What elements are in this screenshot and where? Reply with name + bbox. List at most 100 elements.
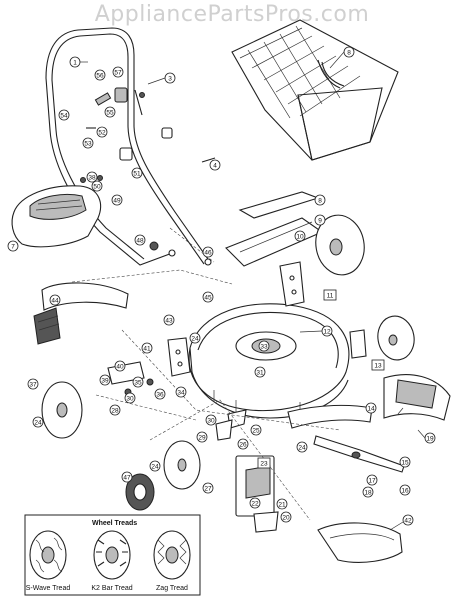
callout-55: 55	[104, 106, 116, 118]
callout-39: 39	[99, 374, 111, 386]
svg-text:24: 24	[298, 445, 306, 452]
svg-text:8: 8	[318, 198, 322, 205]
svg-text:33: 33	[260, 344, 268, 351]
callout-41: 41	[141, 342, 153, 354]
callout-56: 56	[94, 69, 106, 81]
control-parts	[80, 87, 216, 251]
svg-text:7: 7	[11, 244, 15, 251]
svg-text:40: 40	[116, 364, 124, 371]
svg-text:1: 1	[73, 60, 77, 67]
callout-29: 29	[196, 431, 208, 443]
callout-10: 10	[294, 230, 306, 242]
callout-33: 33	[258, 340, 270, 352]
svg-text:53: 53	[84, 141, 92, 148]
callout-57: 57	[112, 66, 124, 78]
svg-text:57: 57	[114, 70, 122, 77]
watermark: AppliancePartsPros.com	[94, 2, 370, 27]
svg-text:56: 56	[96, 73, 104, 80]
svg-text:31: 31	[256, 370, 264, 377]
callout-34: 34	[175, 386, 187, 398]
svg-text:25: 25	[252, 428, 260, 435]
svg-text:29: 29	[198, 435, 206, 442]
svg-text:16: 16	[401, 488, 409, 495]
svg-text:8: 8	[347, 50, 351, 57]
wheel-treads-inset: Wheel Treads S-Wave Tread K2 Bar Tread Z…	[24, 514, 201, 596]
callout-12: 12	[321, 325, 333, 337]
leader-lines	[80, 51, 426, 531]
svg-text:41: 41	[143, 346, 151, 353]
callout-36: 36	[154, 388, 166, 400]
callout-40: 40	[114, 360, 126, 372]
treads-title: Wheel Treads	[92, 520, 137, 527]
grass-bag	[231, 19, 399, 161]
blade	[313, 435, 405, 473]
callout-11: 11	[323, 289, 337, 301]
wheel-front-left	[163, 440, 201, 490]
callout-9: 9	[314, 214, 326, 226]
zag-label: Zag Tread	[156, 585, 188, 592]
callout-21: 21	[276, 498, 288, 510]
svg-text:44: 44	[51, 298, 59, 305]
wheel-rear-right	[315, 214, 365, 276]
rear-door	[33, 282, 129, 345]
height-adjuster-right	[279, 261, 367, 359]
wheel-front-right	[377, 315, 415, 361]
mower-deck	[188, 303, 350, 419]
callout-47: 47	[121, 471, 133, 483]
callout-8b: 8	[314, 194, 326, 206]
svg-text:49: 49	[113, 198, 121, 205]
callout-23: 23	[257, 457, 271, 469]
svg-text:55: 55	[106, 110, 114, 117]
svg-text:20: 20	[282, 515, 290, 522]
svg-text:43: 43	[165, 318, 173, 325]
svg-text:36: 36	[156, 392, 164, 399]
callout-53: 53	[82, 137, 94, 149]
callout-50: 50	[91, 180, 103, 192]
s-wave-wheel	[29, 530, 67, 580]
callout-44: 44	[49, 294, 61, 306]
callout-28: 28	[109, 404, 121, 416]
callout-51: 51	[131, 167, 143, 179]
engine-cover	[11, 185, 102, 248]
svg-text:24: 24	[191, 336, 199, 343]
svg-text:46: 46	[204, 250, 212, 257]
svg-text:15: 15	[401, 460, 409, 467]
callout-4: 4	[209, 159, 221, 171]
callout-24a: 24	[189, 332, 201, 344]
svg-text:11: 11	[327, 293, 334, 300]
svg-text:27: 27	[204, 486, 212, 493]
svg-text:45: 45	[204, 295, 212, 302]
callout-30b: 30	[205, 414, 217, 426]
svg-text:12: 12	[323, 329, 331, 336]
svg-text:38: 38	[88, 175, 96, 182]
svg-text:24: 24	[151, 464, 159, 471]
svg-text:14: 14	[367, 406, 375, 413]
svg-text:30: 30	[126, 396, 134, 403]
callout-54: 54	[58, 109, 70, 121]
svg-text:9: 9	[318, 218, 322, 225]
rear-shield	[317, 522, 403, 563]
callout-43: 43	[163, 314, 175, 326]
svg-text:24: 24	[34, 420, 42, 427]
svg-text:50: 50	[93, 184, 101, 191]
callout-19: 19	[424, 432, 436, 444]
callout-35: 35	[132, 376, 144, 388]
svg-text:51: 51	[133, 171, 141, 178]
s-wave-label: S-Wave Tread	[26, 585, 71, 592]
callout-49: 49	[111, 194, 123, 206]
svg-text:52: 52	[98, 130, 106, 137]
callout-25: 25	[250, 424, 262, 436]
svg-text:17: 17	[368, 478, 376, 485]
svg-text:30: 30	[207, 418, 215, 425]
svg-text:37: 37	[29, 382, 37, 389]
svg-text:39: 39	[101, 378, 109, 385]
callout-1: 1	[69, 56, 81, 68]
callout-27: 27	[202, 482, 214, 494]
k2-bar-wheel	[93, 530, 131, 580]
callout-17: 17	[366, 474, 378, 486]
svg-text:54: 54	[60, 113, 68, 120]
front-drive-wheel	[125, 473, 155, 511]
callout-3: 3	[164, 72, 176, 84]
svg-text:35: 35	[134, 380, 142, 387]
